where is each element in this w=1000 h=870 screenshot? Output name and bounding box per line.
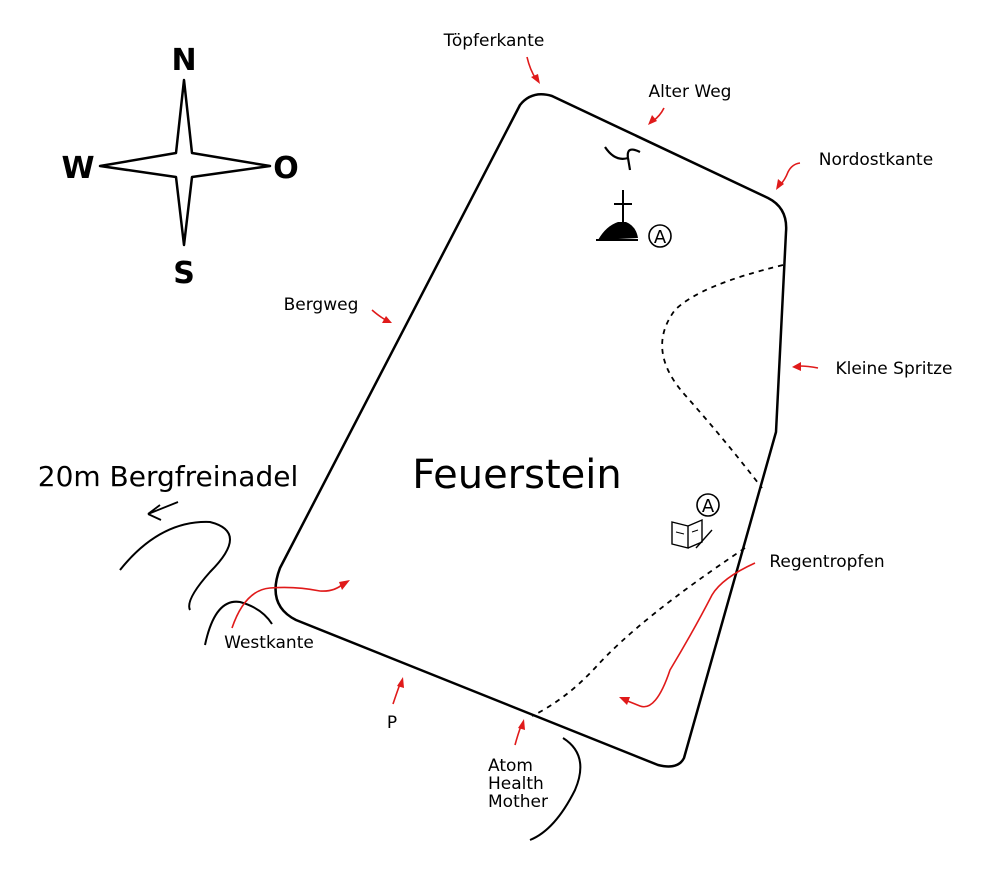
route-line-kleine-spritze (661, 264, 784, 489)
route-label-nordostkante[interactable]: Nordostkante (819, 150, 933, 170)
terrain-line-1 (119, 520, 231, 611)
abseil-top-label: A (654, 227, 667, 248)
compass-rose-icon: N S W O (61, 43, 298, 291)
route-label-kleine-spritze[interactable]: Kleine Spritze (835, 359, 952, 379)
nearby-direction-arrow (147, 501, 179, 521)
route-regentropfen-red (619, 562, 756, 708)
arrow-atom (514, 719, 525, 746)
arrow-alter-weg (648, 107, 665, 125)
terrain-line-3 (529, 737, 582, 841)
compass-east-label: O (273, 151, 299, 186)
arrow-bergweg (371, 309, 392, 323)
abseil-book-label: A (702, 496, 715, 517)
route-westkante-red (231, 580, 350, 629)
route-label-bergweg[interactable]: Bergweg (284, 295, 359, 315)
rappel-anchor-icon (604, 146, 641, 171)
summit-cross-icon (596, 190, 638, 241)
terrain-line-2 (204, 600, 273, 646)
route-line-atom (531, 547, 746, 717)
route-label-alter-weg[interactable]: Alter Weg (649, 82, 732, 102)
compass-north-label: N (171, 43, 196, 78)
route-label-toepferkante[interactable]: Töpferkante (443, 31, 545, 51)
route-label-regentropfen[interactable]: Regentropfen (769, 552, 884, 572)
rock-outline (274, 93, 788, 768)
route-label-atom-line3[interactable]: Mother (488, 792, 548, 812)
arrow-nordostkante (776, 162, 801, 190)
arrow-p (392, 677, 404, 705)
rock-title: Feuerstein (412, 452, 621, 498)
route-label-atom-line1[interactable]: Atom (488, 756, 533, 776)
abseil-ring-icon: A (648, 224, 672, 248)
summit-book-icon (671, 518, 713, 549)
route-label-p[interactable]: P (387, 713, 397, 733)
arrow-kleine-spritze (792, 362, 819, 371)
route-label-atom-line2[interactable]: Health (488, 774, 544, 794)
compass-west-label: W (61, 151, 94, 186)
arrow-toepferkante (526, 56, 540, 84)
compass-south-label: S (173, 256, 195, 291)
route-label-westkante[interactable]: Westkante (224, 633, 314, 653)
abseil-ring-book-icon: A (696, 493, 720, 517)
nearby-rock-label: 20m Bergfreinadel (38, 460, 298, 493)
